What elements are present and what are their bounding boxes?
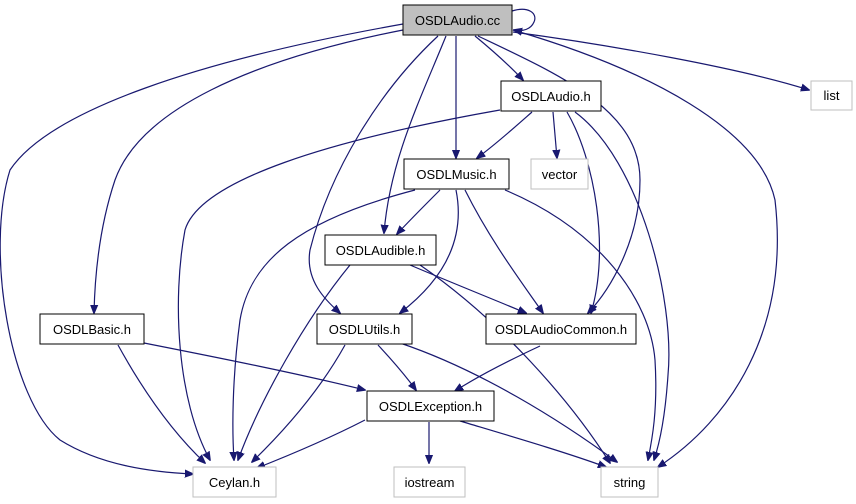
edge-osdlexception-h-to-ceylan-h (257, 419, 366, 468)
node-string[interactable]: string (600, 466, 659, 498)
node-osdlaudiocommon-h[interactable]: OSDLAudioCommon.h (485, 313, 637, 345)
edge-osdlaudio-h-to-osdlmusic-h (477, 111, 533, 158)
node-label: OSDLUtils.h (329, 322, 401, 337)
node-osdlmusic-h[interactable]: OSDLMusic.h (403, 158, 510, 190)
node-osdlbasic-h[interactable]: OSDLBasic.h (39, 313, 145, 345)
edge-osdlaudible-h-to-string (419, 264, 610, 463)
node-label: OSDLAudio.cc (415, 13, 501, 28)
edge-osdlutils-h-to-ceylan-h (252, 344, 346, 462)
nodes: OSDLAudio.cc list OSDLAudio.h OSDLMusic.… (39, 4, 853, 498)
edge-osdlutils-h-to-string (399, 342, 617, 462)
edge-osdlmusic-h-to-osdlutils-h (400, 189, 459, 313)
edge-osdlaudio-cc-to-string (512, 29, 778, 467)
node-label: string (614, 475, 646, 490)
edge-osdlaudio-h-to-string (574, 111, 670, 460)
edge-osdlutils-h-to-osdlexception-h (377, 344, 416, 390)
node-ceylan-h[interactable]: Ceylan.h (192, 466, 277, 498)
node-label: vector (542, 167, 578, 182)
edge-osdlmusic-h-to-osdlaudible-h (397, 189, 441, 234)
node-label: OSDLAudioCommon.h (495, 322, 627, 337)
node-label: OSDLMusic.h (416, 167, 496, 182)
node-label: list (824, 88, 840, 103)
edge-osdlaudio-cc-to-list (512, 31, 809, 90)
edge-osdlaudio-cc-to-osdlaudio-h (474, 35, 523, 80)
node-label: OSDLAudio.h (511, 89, 591, 104)
edge-osdlaudible-h-to-ceylan-h (238, 264, 351, 460)
node-osdlaudible-h[interactable]: OSDLAudible.h (324, 234, 437, 266)
edge-osdlaudio-h-to-ceylan-h (177, 109, 501, 460)
edge-osdlaudio-cc-to-osdlutils-h (308, 35, 439, 313)
node-label: iostream (405, 475, 455, 490)
node-iostream[interactable]: iostream (393, 466, 466, 498)
node-label: OSDLAudible.h (336, 243, 426, 258)
edge-osdlaudio-h-to-osdlaudiocommon-h (566, 111, 601, 313)
edge-osdlmusic-h-to-ceylan-h (233, 189, 416, 460)
node-vector[interactable]: vector (530, 158, 589, 190)
edges (0, 8, 809, 474)
edge-osdlmusic-h-to-osdlaudiocommon-h (464, 189, 543, 313)
node-label: OSDLException.h (379, 399, 482, 414)
edge-osdlaudio-cc-to-osdlaudiocommon-h (477, 35, 641, 313)
edge-osdlaudio-h-to-vector (553, 111, 557, 158)
edge-osdlaudio-cc-to-ceylan-h (0, 23, 404, 474)
edge-osdlbasic-h-to-osdlexception-h (143, 342, 365, 390)
node-osdlaudio-h[interactable]: OSDLAudio.h (500, 80, 602, 112)
node-osdlexception-h[interactable]: OSDLException.h (366, 390, 495, 422)
edge-osdlaudio-cc-to-osdlaudible-h (384, 35, 447, 233)
edge-osdlaudio-cc-to-osdlaudio-cc (511, 8, 536, 30)
node-label: OSDLBasic.h (53, 322, 131, 337)
edge-osdlexception-h-to-string (459, 420, 606, 467)
edge-osdlaudio-cc-to-osdlbasic-h (94, 29, 404, 313)
node-osdlutils-h[interactable]: OSDLUtils.h (316, 313, 413, 345)
node-osdlaudio-cc[interactable]: OSDLAudio.cc (402, 4, 513, 36)
edge-osdlbasic-h-to-ceylan-h (117, 344, 205, 463)
edge-osdlaudiocommon-h-to-osdlexception-h (455, 345, 541, 391)
node-label: Ceylan.h (209, 475, 260, 490)
node-list[interactable]: list (810, 80, 853, 111)
edge-osdlmusic-h-to-string (504, 189, 657, 460)
edge-osdlaudible-h-to-osdlaudiocommon-h (409, 264, 526, 313)
